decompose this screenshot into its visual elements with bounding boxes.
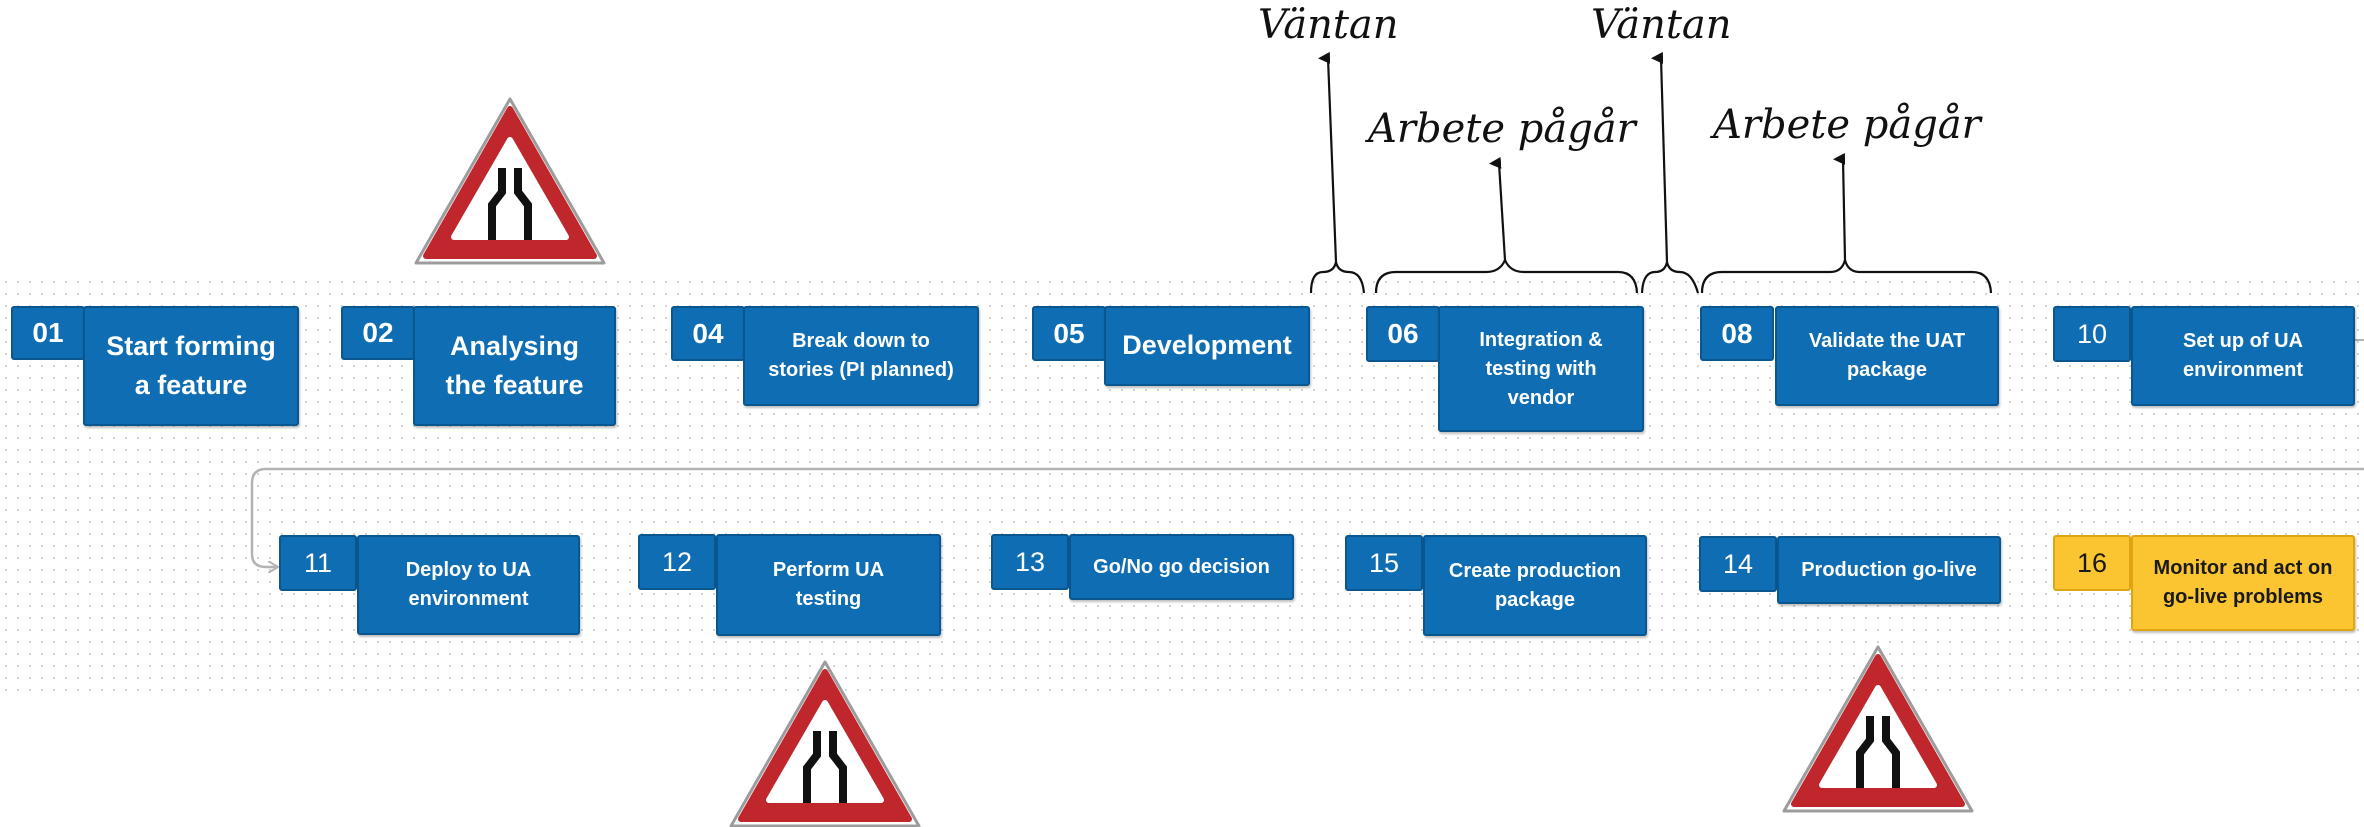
step-number: 04	[671, 306, 745, 361]
wait-annotation-1: Väntan	[1258, 2, 1399, 48]
wait-arrow-2	[1651, 51, 1669, 263]
wait-arrow-1	[1318, 51, 1338, 263]
work-arrow-2	[1833, 152, 1847, 261]
step-number: 10	[2053, 306, 2131, 362]
step-number: 02	[341, 306, 415, 360]
step-label: Development	[1104, 306, 1310, 386]
work-annotation-2: Arbete pågår	[1713, 102, 1981, 148]
step-number: 06	[1366, 306, 1440, 362]
step-label: Break down to stories (PI planned)	[743, 306, 979, 406]
wait-annotation-2: Väntan	[1591, 2, 1732, 48]
wait-bracket-2	[1640, 261, 1700, 294]
top-margin	[0, 0, 2364, 272]
step-label: Set up of UA environment	[2131, 306, 2355, 406]
work-annotation-1: Arbete pågår	[1368, 106, 1636, 152]
step-label: Create production package	[1423, 535, 1647, 636]
step-label: Go/No go decision	[1069, 534, 1294, 600]
step-label: Start forming a feature	[83, 306, 299, 426]
step-number: 01	[11, 306, 85, 360]
road-narrows-warning-icon-3	[1782, 645, 1974, 813]
wait-bracket-1	[1309, 261, 1366, 294]
step-number: 12	[638, 534, 716, 590]
step-number: 15	[1345, 535, 1423, 591]
step-number: 16	[2053, 535, 2131, 591]
work-bracket-2	[1700, 259, 1993, 294]
step-label: Analysing the feature	[413, 306, 616, 426]
road-narrows-warning-icon-1	[414, 97, 606, 265]
work-arrow-1	[1489, 156, 1507, 261]
step-number: 14	[1699, 536, 1777, 592]
road-narrows-warning-icon-2	[729, 660, 921, 827]
step-label: Integration & testing with vendor	[1438, 306, 1644, 432]
step-label: Production go-live	[1777, 536, 2001, 604]
step-label: Monitor and act on go-live problems	[2131, 535, 2355, 631]
step-number: 05	[1032, 306, 1106, 361]
step-number: 13	[991, 534, 1069, 590]
step-label: Validate the UAT package	[1775, 306, 1999, 406]
step-number: 08	[1700, 306, 1774, 361]
wrap-connector	[250, 467, 2364, 567]
step-number: 11	[279, 535, 357, 591]
work-bracket-1	[1374, 257, 1639, 294]
step-label: Perform UA testing	[716, 534, 941, 636]
step-label: Deploy to UA environment	[357, 535, 580, 635]
